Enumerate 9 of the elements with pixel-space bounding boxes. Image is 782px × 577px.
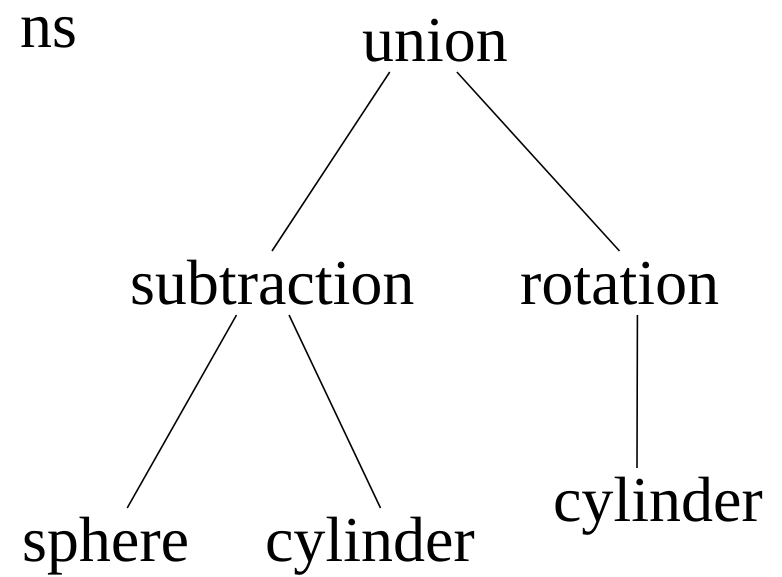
heading-fragment: ns (20, 0, 77, 58)
connector-line (271, 72, 390, 252)
tree-node-label: rotation (520, 251, 720, 315)
tree-node-label: subtraction (130, 251, 414, 315)
connector-line (288, 314, 382, 508)
connector-line (126, 314, 238, 508)
connector-line (456, 71, 620, 252)
connector-line (636, 315, 638, 468)
tree-node-label: union (362, 8, 508, 72)
